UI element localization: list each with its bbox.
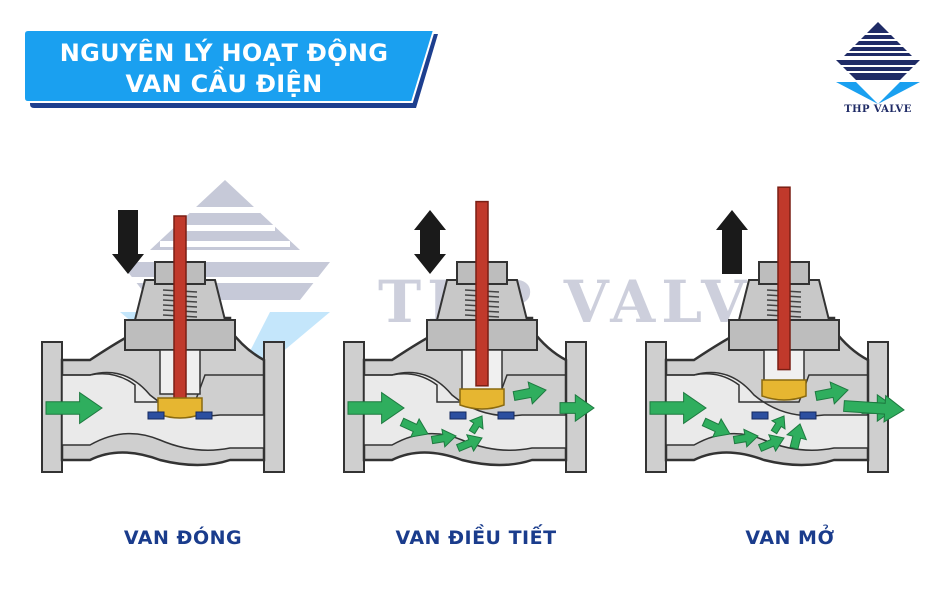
valve-plug [459,388,505,410]
logo-text: THP VALVE [844,104,912,115]
seat-ring-right [799,411,817,420]
title-banner-fill [24,30,436,103]
flow-arrow [732,428,759,448]
flow-arrow [468,415,484,435]
inlet-flow-arrow [347,391,405,425]
flow-arrow [770,415,786,435]
flow-arrow [814,381,849,405]
caption-valve-throttling: VAN ĐIỀU TIẾT [395,527,557,549]
seat-ring-left [147,411,165,420]
caption-valve-closed: VAN ĐÓNG [123,527,243,549]
flow-arrow [843,394,905,423]
logo-accent-left [836,82,878,104]
title-banner: NGUYÊN LÝ HOẠT ĐỘNG VAN CẦU ĐIỆN [24,30,438,108]
logo-accent-right [878,82,920,104]
inlet-flow-arrow [649,391,707,425]
caption-valve-open: VAN MỞ [745,527,835,549]
page-title: NGUYÊN LÝ HOẠT ĐỘNG VAN CẦU ĐIỆN [24,38,424,100]
flow-arrow [430,428,457,448]
page-title-line-2: VAN CẦU ĐIỆN [125,70,323,98]
valve-closed-diagram [41,210,285,473]
seat-ring-right [497,411,515,420]
flow-arrow [512,381,547,405]
valve-plug [157,397,203,419]
stem-direction-arrow [112,210,144,274]
title-banner-shape [24,30,438,108]
valve-stem [173,215,187,403]
logo-stripes [842,33,914,53]
seat-ring-left [449,411,467,420]
valve-stem [777,186,791,371]
seat-ring-left [751,411,769,420]
stem-direction-arrow [414,210,446,274]
flow-arrow [757,434,785,453]
valve-open-diagram [645,186,905,473]
outlet-flange [263,341,285,473]
partition-wall [666,373,868,403]
flow-arrow [399,417,429,438]
flow-arrow [786,423,808,450]
flow-arrow [701,417,731,438]
page-title-line-1: NGUYÊN LÝ HOẠT ĐỘNG [59,39,389,67]
valve-plug [761,379,807,401]
valve-throttling-diagram [343,200,595,473]
flow-arrow [455,434,483,453]
valve-stem [475,200,489,387]
inlet-flow-arrow [45,391,103,425]
thp-valve-logo [836,22,920,104]
stem-direction-arrow [716,210,748,274]
seat-ring-right [195,411,213,420]
outlet-flow-arrow [559,393,595,423]
